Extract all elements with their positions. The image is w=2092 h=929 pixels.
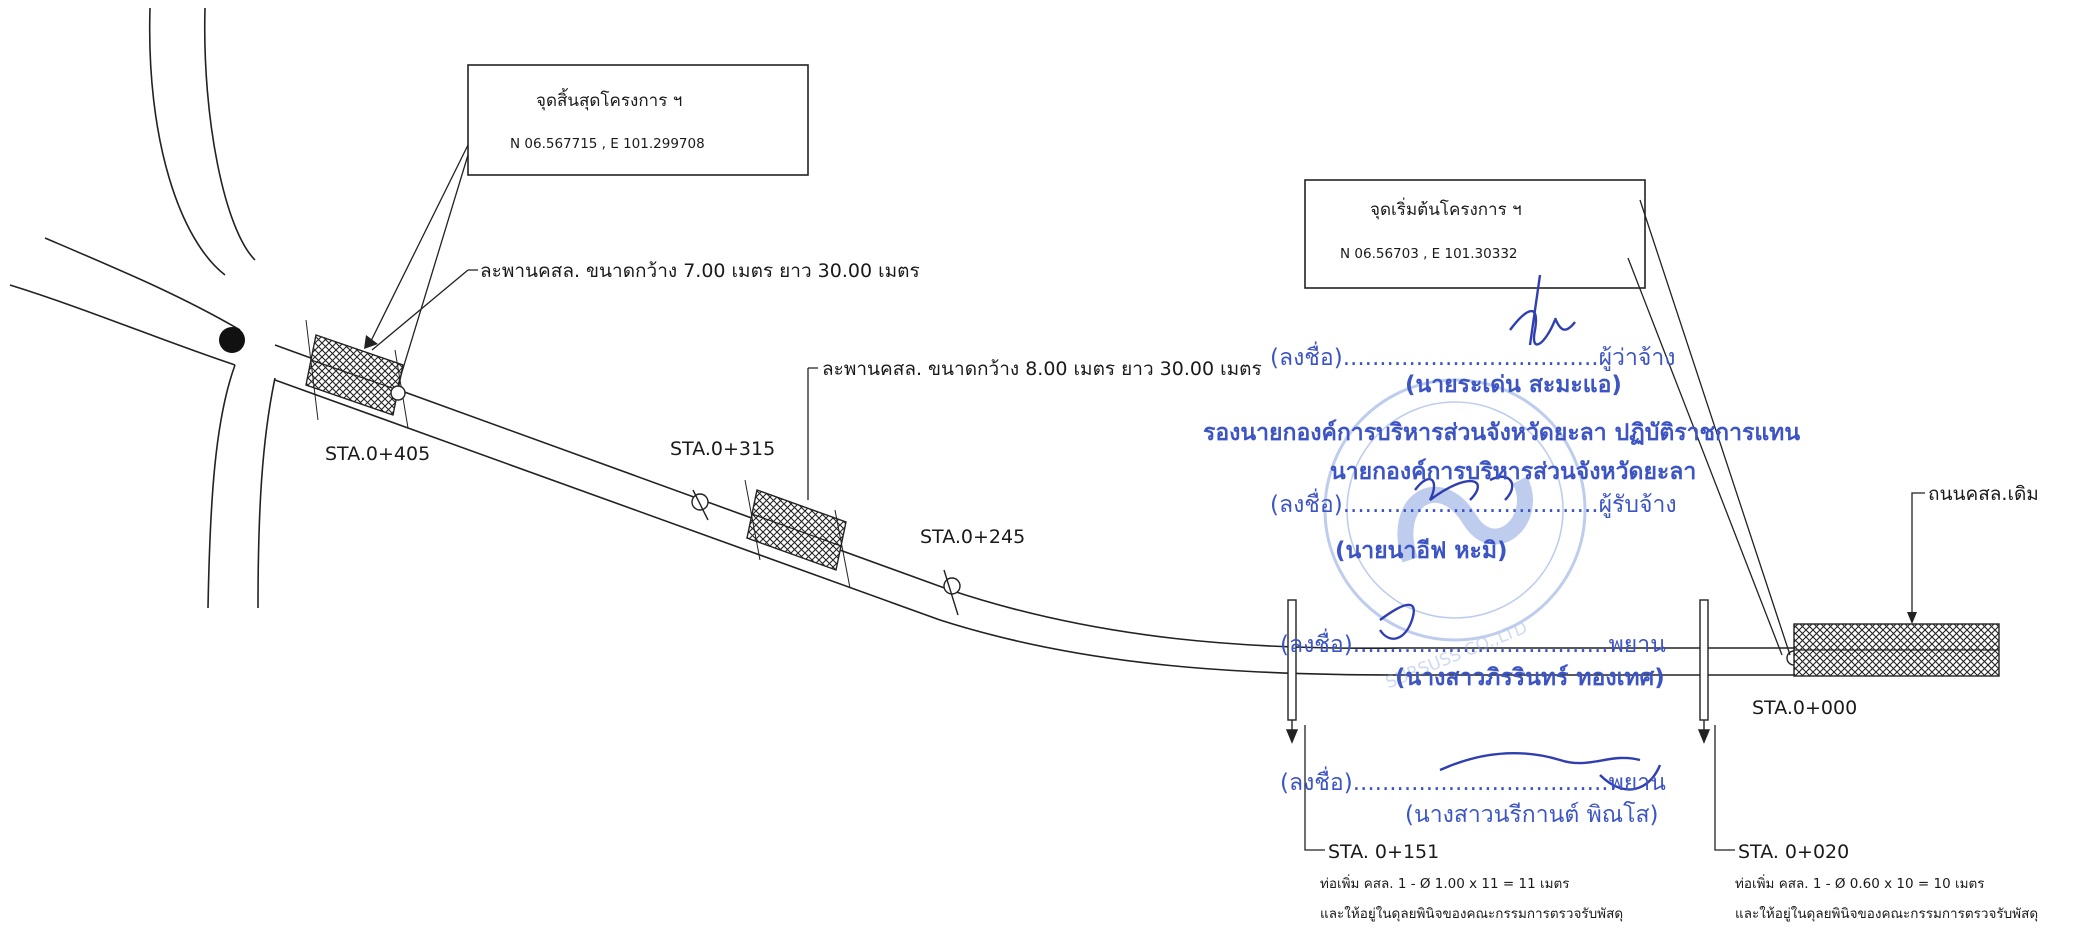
end-point-title: จุดสิ้นสุดโครงการ ฯ	[536, 88, 682, 111]
bridge-1-leader	[371, 269, 478, 351]
pipe-culverts	[1285, 599, 1711, 744]
signature-strokes	[1379, 274, 1662, 791]
employer-name: (นายระเด่น สะมะแอ)	[1405, 372, 1622, 398]
contractor-sign-line: (ลงชื่อ)................................…	[1270, 488, 1677, 518]
start-point-callout	[1304, 179, 1791, 656]
pipe-note-020-line2: และให้อยู่ในดุลยพินิจของคณะกรรมการตรวจรั…	[1735, 905, 2038, 922]
employer-title-line2: นายกองค์การบริหารส่วนจังหวัดยะลา	[1330, 458, 1696, 485]
station-label-405: STA.0+405	[325, 443, 430, 465]
witness2-name: (นางสาวนรีกานต์ พิณโส)	[1405, 801, 1658, 828]
bridge-2-leader	[807, 367, 818, 500]
existing-road-label: ถนนคสล.เดิม	[1928, 483, 2039, 505]
existing-road-hatch	[1793, 623, 2000, 677]
start-point-title: จุดเริ่มต้นโครงการ ฯ	[1370, 197, 1522, 220]
pipe-note-020-line1: ท่อเพิ่ม คสล. 1 - Ø 0.60 x 10 = 10 เมตร	[1735, 874, 1985, 892]
witness1-sign-line: (ลงชื่อ)................................…	[1280, 628, 1666, 658]
employer-title-line1: รองนายกองค์การบริหารส่วนจังหวัดยะลา ปฏิบ…	[1203, 419, 1800, 446]
bridge-2-hatch	[744, 479, 851, 589]
pipe-note-151-line1: ท่อเพิ่ม คสล. 1 - Ø 1.00 x 11 = 11 เมตร	[1320, 874, 1570, 892]
station-label-315: STA.0+315	[670, 438, 775, 460]
pipe-note-151-line2: และให้อยู่ในดุลยพินิจของคณะกรรมการตรวจรั…	[1320, 905, 1623, 922]
start-point-coords: N 06.56703 , E 101.30332	[1340, 246, 1518, 262]
station-label-151: STA. 0+151	[1328, 841, 1439, 863]
employer-sign-line: (ลงชื่อ)................................…	[1270, 341, 1676, 371]
station-label-245: STA.0+245	[920, 526, 1025, 548]
witness2-sign-line: (ลงชื่อ)................................…	[1280, 766, 1666, 796]
crossing-road	[9, 7, 276, 609]
station-label-020: STA. 0+020	[1738, 841, 1849, 863]
bridge-2-label: ละพานคสล. ขนาดกว้าง 8.00 เมตร ยาว 30.00 …	[822, 358, 1262, 380]
witness1-name: (นางสาวภิรรินทร์ ทองเทศ)	[1395, 664, 1665, 691]
station-151-leader	[1304, 725, 1325, 851]
end-point-coords: N 06.567715 , E 101.299708	[510, 136, 705, 152]
existing-road-leader	[1911, 492, 1925, 622]
contractor-name: (นายนาอีฟ หะมิ)	[1335, 538, 1508, 564]
station-label-000: STA.0+000	[1752, 697, 1857, 719]
bridge-1-label: ละพานคสล. ขนาดกว้าง 7.00 เมตร ยาว 30.00 …	[480, 260, 920, 282]
bridge-1-hatch	[305, 319, 409, 429]
station-020-leader	[1714, 725, 1735, 851]
end-point-callout	[364, 64, 809, 386]
